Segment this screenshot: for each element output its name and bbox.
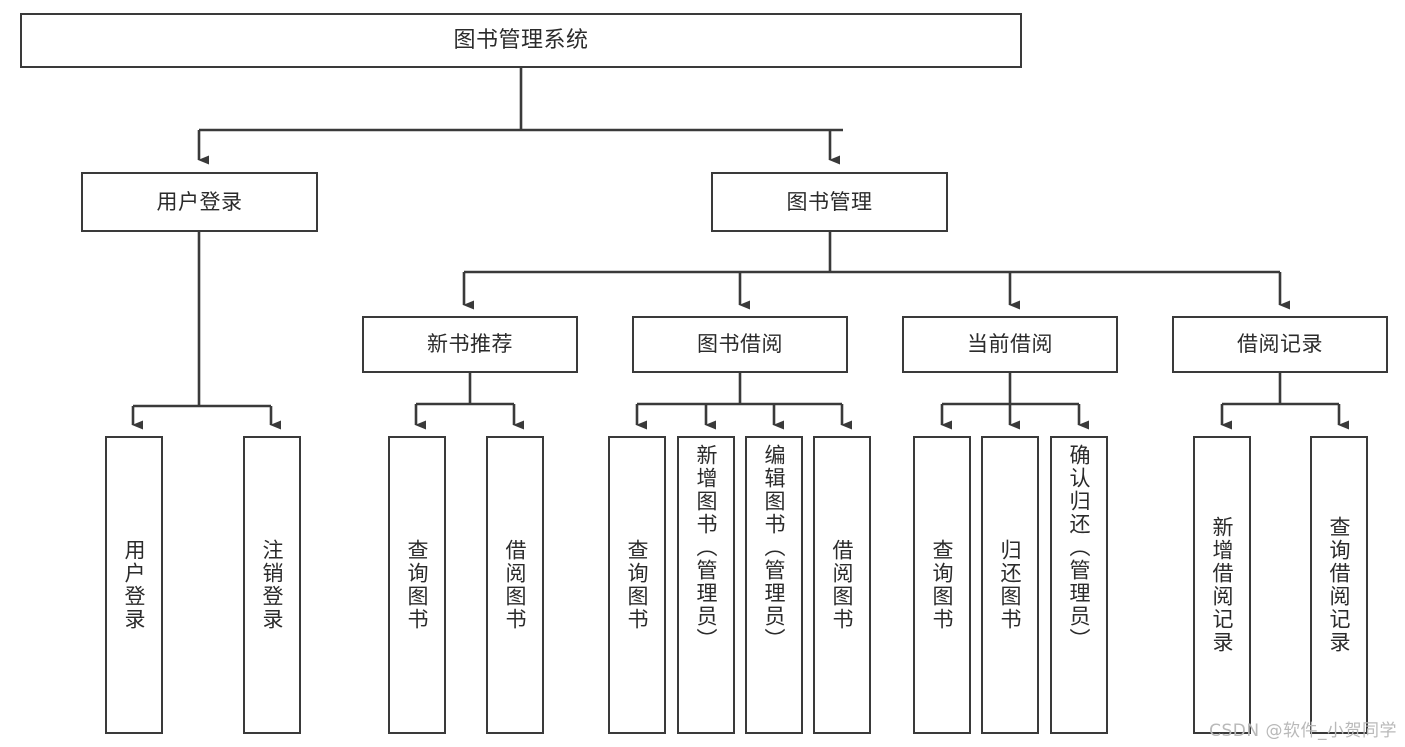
node-current-borrow[interactable]: 当前借阅 (902, 316, 1118, 373)
node-leaf-add-record-label: 新增借阅记录 (1210, 516, 1235, 654)
node-new-book-recommend-label: 新书推荐 (427, 332, 513, 357)
node-leaf-edit-book-label: 编辑图书（管理员） (762, 444, 787, 651)
node-leaf-query-record[interactable]: 查询借阅记录 (1310, 436, 1368, 734)
node-leaf-user-login[interactable]: 用户登录 (105, 436, 163, 734)
node-leaf-edit-book[interactable]: 编辑图书（管理员） (745, 436, 803, 734)
node-leaf-query-book-2[interactable]: 查询图书 (608, 436, 666, 734)
node-leaf-borrow-book-1-label: 借阅图书 (503, 539, 528, 631)
node-root-system[interactable]: 图书管理系统 (20, 13, 1022, 68)
node-leaf-return-book-label: 归还图书 (998, 539, 1023, 631)
node-leaf-borrow-book-2[interactable]: 借阅图书 (813, 436, 871, 734)
node-leaf-query-book-3-label: 查询图书 (930, 539, 955, 631)
node-borrow-record-label: 借阅记录 (1237, 332, 1323, 357)
node-user-login[interactable]: 用户登录 (81, 172, 318, 232)
node-leaf-query-book-3[interactable]: 查询图书 (913, 436, 971, 734)
node-book-borrow[interactable]: 图书借阅 (632, 316, 848, 373)
node-leaf-add-book[interactable]: 新增图书（管理员） (677, 436, 735, 734)
node-leaf-user-login-label: 用户登录 (122, 539, 147, 631)
node-leaf-borrow-book-2-label: 借阅图书 (830, 539, 855, 631)
node-current-borrow-label: 当前借阅 (967, 332, 1053, 357)
node-leaf-add-record[interactable]: 新增借阅记录 (1193, 436, 1251, 734)
node-leaf-query-book-1[interactable]: 查询图书 (388, 436, 446, 734)
node-borrow-record[interactable]: 借阅记录 (1172, 316, 1388, 373)
node-book-management-label: 图书管理 (786, 189, 873, 214)
node-leaf-confirm-return[interactable]: 确认归还（管理员） (1050, 436, 1108, 734)
node-leaf-confirm-return-label: 确认归还（管理员） (1067, 444, 1092, 651)
node-book-management[interactable]: 图书管理 (711, 172, 948, 232)
node-root-system-label: 图书管理系统 (453, 27, 589, 53)
node-leaf-logout[interactable]: 注销登录 (243, 436, 301, 734)
node-leaf-logout-label: 注销登录 (260, 539, 285, 631)
node-leaf-query-book-2-label: 查询图书 (625, 539, 650, 631)
node-leaf-query-book-1-label: 查询图书 (405, 539, 430, 631)
csdn-watermark: CSDN @软件_小贺同学 (1209, 721, 1397, 741)
node-leaf-borrow-book-1[interactable]: 借阅图书 (486, 436, 544, 734)
node-book-borrow-label: 图书借阅 (697, 332, 783, 357)
node-new-book-recommend[interactable]: 新书推荐 (362, 316, 578, 373)
node-user-login-label: 用户登录 (156, 189, 243, 214)
node-leaf-add-book-label: 新增图书（管理员） (694, 444, 719, 651)
node-leaf-query-record-label: 查询借阅记录 (1327, 516, 1352, 654)
node-leaf-return-book[interactable]: 归还图书 (981, 436, 1039, 734)
